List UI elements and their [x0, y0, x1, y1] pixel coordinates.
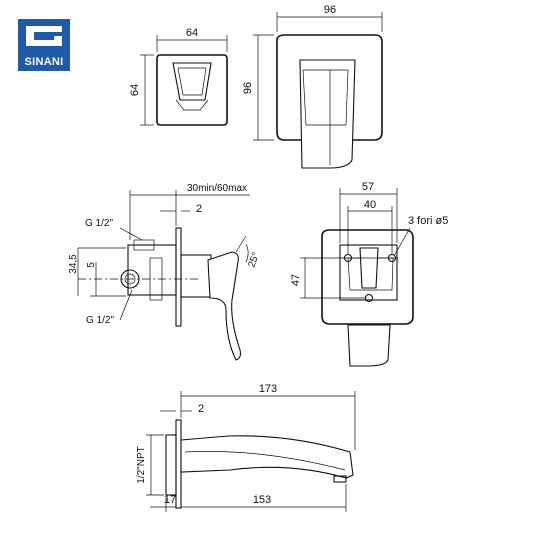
- spout-view: 173 2 1/2"NPT 17 153: [136, 383, 356, 512]
- sinani-logo: SINANI: [18, 19, 70, 71]
- dim-spout-plate: 2: [198, 403, 204, 415]
- dim-hole-spacing: 40: [364, 199, 376, 211]
- small-plate-view: 64 64: [129, 27, 228, 126]
- label-thread-bottom: G 1/2": [86, 315, 114, 326]
- dim-handle-angle: 25°: [246, 251, 262, 269]
- dim-mount-depth: 30min/60max: [187, 183, 247, 194]
- dim-spout-length: 173: [259, 383, 277, 395]
- large-plate-view: 96 96: [242, 4, 383, 169]
- dim-plate-thickness: 2: [196, 203, 202, 215]
- dim-small-width: 64: [186, 27, 198, 39]
- dim-large-height: 96: [242, 82, 254, 94]
- dim-offset-5: 5: [86, 262, 97, 268]
- dim-small-height: 64: [129, 84, 141, 96]
- label-holes-note: 3 fori ø5: [408, 215, 448, 227]
- dim-spout-thread: 1/2"NPT: [136, 446, 147, 483]
- dim-front-height: 47: [290, 274, 302, 286]
- logo-mark-icon: [26, 26, 62, 46]
- dim-spout-base: 17: [164, 494, 176, 506]
- label-thread-top: G 1/2": [85, 218, 113, 229]
- side-view: 25° 30min/60max 2 G 1/2" G 1/2" 34,5 5: [68, 183, 262, 361]
- dim-offset-345: 34,5: [68, 254, 79, 274]
- front-view: 57 40 3 fori ø5 47: [290, 181, 448, 367]
- dim-spout-reach: 153: [253, 494, 271, 506]
- dim-large-width: 96: [324, 4, 336, 16]
- logo-text: SINANI: [24, 56, 64, 68]
- dim-front-width: 57: [362, 181, 374, 193]
